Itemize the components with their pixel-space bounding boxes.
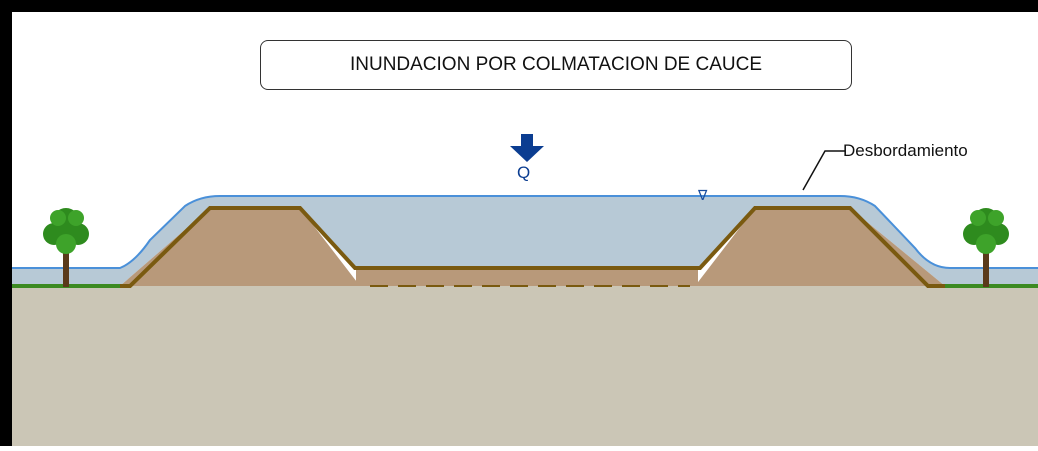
diagram-title: INUNDACION POR COLMATACION DE CAUCE: [260, 40, 852, 90]
left-embankment: [120, 208, 360, 286]
right-tree-icon: [963, 208, 1009, 287]
embankment-outline: [112, 206, 945, 288]
frame-top: [0, 0, 1038, 12]
right-grass: [945, 284, 1038, 288]
ground: [12, 286, 1038, 446]
right-embankment: [695, 208, 945, 286]
silted-channel: [356, 270, 698, 286]
overflow-label: Desbordamiento: [843, 141, 968, 160]
flow-arrow-icon: [510, 134, 544, 162]
overflow-leader-line: [802, 150, 845, 191]
water-surface-line: [12, 195, 1038, 269]
water-body: [12, 196, 1038, 286]
left-tree-icon: [43, 208, 89, 287]
flow-label: Q: [517, 163, 531, 182]
frame-left: [0, 0, 12, 446]
water-level-symbol: ∇: [698, 187, 708, 203]
